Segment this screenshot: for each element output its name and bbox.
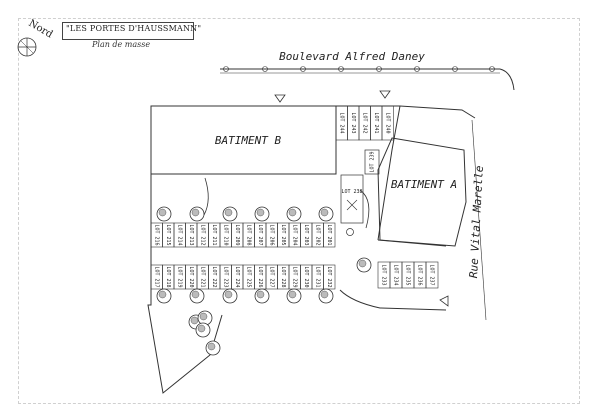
- boulevard-street: [220, 66, 515, 91]
- lot-label: LOT 240: [384, 112, 390, 133]
- lot-label: LOT 224: [234, 266, 240, 287]
- lot-label: LOT 209: [234, 224, 240, 245]
- lot-label: LOT 212: [199, 224, 205, 245]
- lot-label: LOT 208: [245, 224, 251, 245]
- lot-label: LOT 202: [314, 224, 320, 245]
- lot-label: LOT 230: [303, 266, 309, 287]
- tree-canopy: [191, 290, 200, 299]
- plan-title: "LES PORTES D'HAUSSMANN": [66, 24, 202, 33]
- ramp-bollard: [346, 228, 354, 236]
- lot-label: LOT 244: [338, 112, 344, 133]
- lot-cell: [425, 261, 439, 289]
- tree-canopy: [197, 324, 206, 333]
- rue-vital-marelle-line: [471, 119, 487, 321]
- lot-label: LOT 229: [291, 266, 297, 287]
- tree-canopy: [158, 208, 167, 217]
- tree-canopy: [191, 208, 200, 217]
- lot-label: LOT 233: [381, 264, 387, 285]
- batiment-b-label: BATIMENT B: [215, 134, 282, 147]
- tree-canopy: [199, 312, 208, 321]
- batiment-a: [377, 137, 467, 247]
- tree-canopy: [190, 316, 199, 325]
- lot-label: LOT 217: [153, 266, 159, 287]
- tree-canopy: [256, 208, 265, 217]
- tree-canopy: [320, 290, 329, 299]
- tree-canopy: [288, 290, 297, 299]
- lot-label: LOT 215: [165, 224, 171, 245]
- lot-label: LOT 207: [257, 224, 263, 245]
- tree-canopy: [224, 290, 233, 299]
- lot-label: LOT 211: [211, 224, 217, 245]
- tree-canopy: [358, 259, 367, 268]
- lot-label: LOT 231: [314, 266, 320, 287]
- lot-label: LOT 232: [326, 266, 332, 287]
- lot-label: LOT 238: [341, 189, 362, 195]
- title-box: [62, 22, 194, 40]
- lot-cell: [323, 264, 336, 290]
- lot-label: LOT 201: [326, 224, 332, 245]
- batiment-a-label: BATIMENT A: [391, 178, 457, 191]
- lot-label: LOT 226: [257, 266, 263, 287]
- lot-label: LOT 220: [188, 266, 194, 287]
- boulevard-label: Boulevard Alfred Daney: [279, 50, 425, 63]
- site-outline: [147, 105, 476, 394]
- lot-ramp-238: [340, 174, 364, 224]
- tree-canopy: [320, 208, 329, 217]
- entrance-marker: [379, 90, 391, 99]
- tree-canopy: [288, 208, 297, 217]
- ramp-cross: [346, 199, 358, 211]
- lot-label: LOT 235: [405, 264, 411, 285]
- lot-label: LOT 204: [291, 224, 297, 245]
- lot-cell: [323, 222, 336, 248]
- entrance-marker: [439, 295, 449, 307]
- walkway: [203, 177, 209, 216]
- trees: [156, 206, 372, 356]
- tree-canopy: [256, 290, 265, 299]
- lot-label: LOT 236: [417, 264, 423, 285]
- lot-label: LOT 223: [222, 266, 228, 287]
- rue-vital-marelle-label: Rue Vital Marelle: [467, 165, 486, 278]
- lot-label: LOT 241: [373, 112, 379, 133]
- lot-label: LOT 239: [370, 151, 376, 172]
- lot-label: LOT 242: [361, 112, 367, 133]
- lot-ramp-239: [364, 149, 380, 175]
- lot-label: LOT 203: [303, 224, 309, 245]
- lot-label: LOT 221: [199, 266, 205, 287]
- lot-label: LOT 218: [165, 266, 171, 287]
- lot-label: LOT 227: [268, 266, 274, 287]
- lot-label: LOT 243: [350, 112, 356, 133]
- bottom-row-lots: LOT 217 LOT 218 LOT 219 LOT 220 LOT 221 LOT 2…: [150, 264, 336, 290]
- lot-label: LOT 228: [280, 266, 286, 287]
- lot-label: LOT 234: [393, 264, 399, 285]
- lot-label: LOT 214: [176, 224, 182, 245]
- top-right-lots: LOT 244 LOT 243 LOT 242 LOT 241 LOT 240: [335, 105, 394, 141]
- lot-label: LOT 219: [176, 266, 182, 287]
- lot-label: LOT 222: [211, 266, 217, 287]
- top-row-lots: LOT 216 LOT 215 LOT 214 LOT 213 LOT 212 LOT 2…: [150, 222, 336, 248]
- lot-label: LOT 216: [153, 224, 159, 245]
- north-arrow-icon: [17, 37, 37, 57]
- ramp-curve: [359, 189, 370, 229]
- tree-canopy: [158, 290, 167, 299]
- tree-canopy: [207, 342, 216, 351]
- lot-label: LOT 206: [268, 224, 274, 245]
- batiment-a-lots: LOT 233 LOT 234 LOT 235 LOT 236 LOT 237: [377, 261, 439, 289]
- lot-label: LOT 225: [245, 266, 251, 287]
- lot-label: LOT 205: [280, 224, 286, 245]
- lot-cell: [381, 105, 394, 141]
- entrance-marker: [274, 94, 286, 103]
- lot-label: LOT 213: [188, 224, 194, 245]
- lot-label: LOT 210: [222, 224, 228, 245]
- plan-subtitle: Plan de masse: [92, 40, 151, 49]
- lot-label: LOT 237: [429, 264, 435, 285]
- tree-canopy: [224, 208, 233, 217]
